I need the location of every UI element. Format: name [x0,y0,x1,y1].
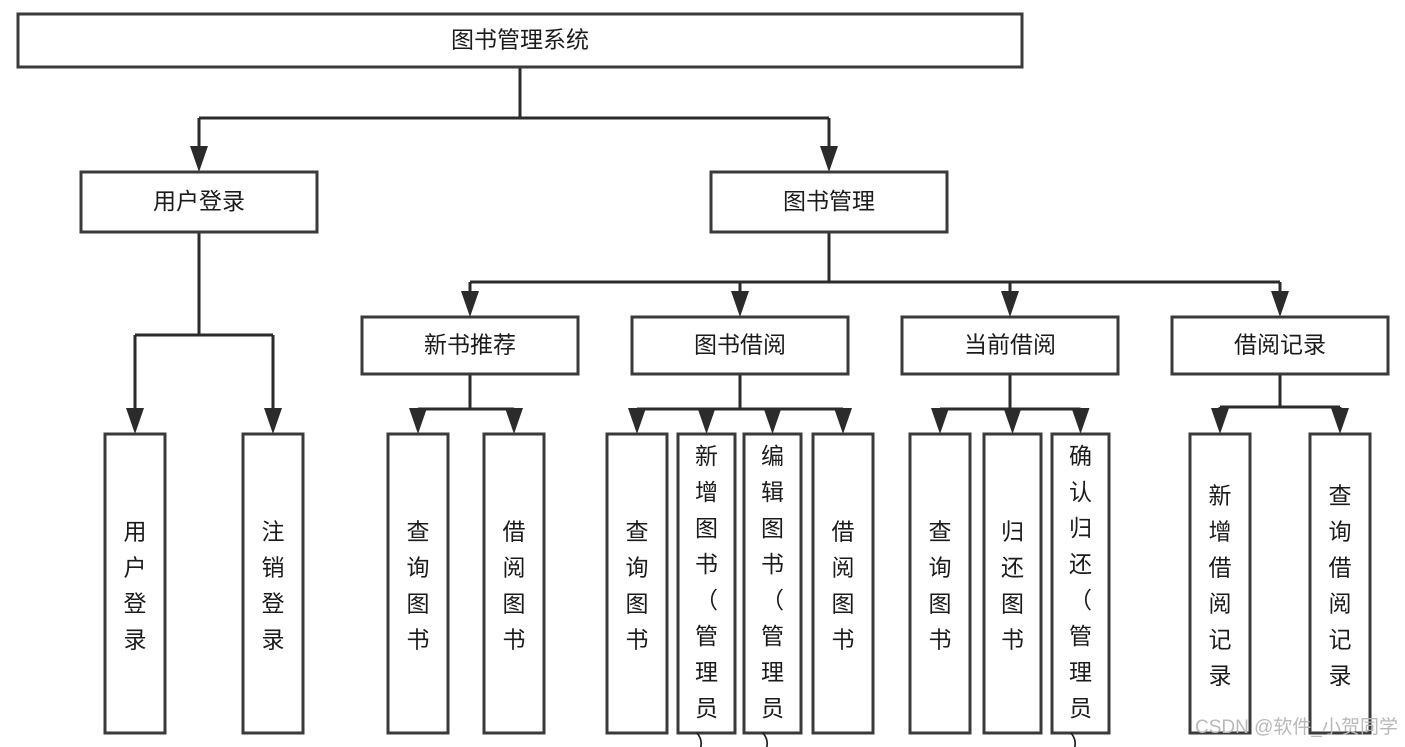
csdn-watermark: CSDN @软件_小贺同学 [1195,716,1398,738]
node-leaf-query-book-3[interactable]: 查询图书 [908,432,972,735]
arrow-head-icon [834,408,852,434]
node-leaf-confirm-return[interactable]: 确认归还（管理员） [1050,432,1111,747]
node-label-user-login: 用户登录 [153,188,245,214]
node-box-new-book-rec[interactable] [360,315,580,376]
node-leaf-query-record[interactable]: 查询借阅记录 [1308,432,1372,735]
node-box-root[interactable] [16,12,1024,69]
arrow-head-icon [1001,291,1019,317]
node-leaf-query-book-2[interactable]: 查询图书 [605,432,669,735]
node-root[interactable]: 图书管理系统 [16,12,1024,69]
node-leaf-borrow-book-1[interactable]: 借阅图书 [482,432,546,735]
arrow-head-icon [820,146,838,172]
node-borrow-record[interactable]: 借阅记录 [1170,315,1390,376]
arrow-head-icon [1331,408,1349,434]
node-label-leaf-user-login: 用户登录 [124,519,147,653]
node-label-leaf-add-record: 新增借阅记录 [1209,483,1232,689]
node-box-leaf-return-book[interactable] [982,432,1043,735]
arrow-head-icon [264,408,282,434]
node-box-leaf-query-book-3[interactable] [908,432,972,735]
arrow-head-icon [190,146,208,172]
node-label-leaf-return-book: 归还图书 [1001,519,1024,653]
node-label-leaf-query-book-2: 查询图书 [626,519,649,653]
node-label-leaf-borrow-book-2: 借阅图书 [832,519,855,653]
node-box-current-borrow[interactable] [900,315,1120,376]
node-label-current-borrow: 当前借阅 [964,332,1056,358]
node-book-borrow[interactable]: 图书借阅 [630,315,850,376]
node-label-leaf-query-book-3: 查询图书 [929,519,952,653]
node-leaf-add-book[interactable]: 新增图书（管理员） [676,432,737,747]
arrow-head-icon [461,291,479,317]
arrow-head-icon [409,408,427,434]
node-label-borrow-record: 借阅记录 [1234,332,1326,358]
node-box-leaf-confirm-return[interactable] [1050,432,1111,735]
node-box-leaf-add-book[interactable] [676,432,737,735]
node-new-book-rec[interactable]: 新书推荐 [360,315,580,376]
node-box-leaf-query-record[interactable] [1308,432,1372,735]
node-label-leaf-logout: 注销登录 [262,519,285,653]
node-box-leaf-logout[interactable] [241,432,305,735]
node-leaf-add-record[interactable]: 新增借阅记录 [1188,432,1252,735]
arrow-head-icon [1071,408,1090,434]
node-label-leaf-add-book: 新增图书（管理员） [695,443,718,747]
node-box-user-login[interactable] [79,170,319,234]
arrow-head-icon [697,408,716,434]
node-leaf-logout[interactable]: 注销登录 [241,432,305,735]
arrow-head-icon [126,408,144,434]
arrow-head-icon [505,408,523,434]
diagram-nodes-layer: 图书管理系统用户登录图书管理新书推荐图书借阅当前借阅借阅记录用户登录注销登录查询… [16,12,1390,747]
arrow-head-icon [731,291,749,317]
node-leaf-user-login[interactable]: 用户登录 [103,432,167,735]
node-label-book-borrow: 图书借阅 [694,332,786,358]
node-label-leaf-edit-book: 编辑图书（管理员） [761,443,784,747]
node-box-leaf-user-login[interactable] [103,432,167,735]
arrow-head-icon [763,408,782,434]
node-leaf-query-book-1[interactable]: 查询图书 [386,432,450,735]
node-leaf-edit-book[interactable]: 编辑图书（管理员） [742,432,803,747]
node-box-leaf-query-book-2[interactable] [605,432,669,735]
node-user-login[interactable]: 用户登录 [79,170,319,234]
node-label-leaf-confirm-return: 确认归还（管理员） [1069,443,1092,747]
node-label-leaf-query-record: 查询借阅记录 [1329,483,1352,689]
arrow-head-icon [1271,291,1289,317]
node-box-leaf-borrow-book-1[interactable] [482,432,546,735]
node-label-new-book-rec: 新书推荐 [424,332,516,358]
node-box-leaf-edit-book[interactable] [742,432,803,735]
arrow-head-icon [628,408,646,434]
node-box-leaf-borrow-book-2[interactable] [811,432,875,735]
node-leaf-borrow-book-2[interactable]: 借阅图书 [811,432,875,735]
node-box-book-manage[interactable] [709,170,949,234]
arrow-head-icon [1003,408,1022,434]
node-label-leaf-query-book-1: 查询图书 [407,519,430,653]
node-leaf-return-book[interactable]: 归还图书 [982,432,1043,735]
node-current-borrow[interactable]: 当前借阅 [900,315,1120,376]
arrow-head-icon [1211,408,1229,434]
node-label-leaf-borrow-book-1: 借阅图书 [503,519,526,653]
node-book-manage[interactable]: 图书管理 [709,170,949,234]
connector-lines-layer [126,67,1349,434]
node-label-book-manage: 图书管理 [783,188,875,214]
node-box-leaf-add-record[interactable] [1188,432,1252,735]
arrow-head-icon [931,408,949,434]
node-box-book-borrow[interactable] [630,315,850,376]
node-label-root: 图书管理系统 [451,27,589,53]
node-box-leaf-query-book-1[interactable] [386,432,450,735]
node-box-borrow-record[interactable] [1170,315,1390,376]
